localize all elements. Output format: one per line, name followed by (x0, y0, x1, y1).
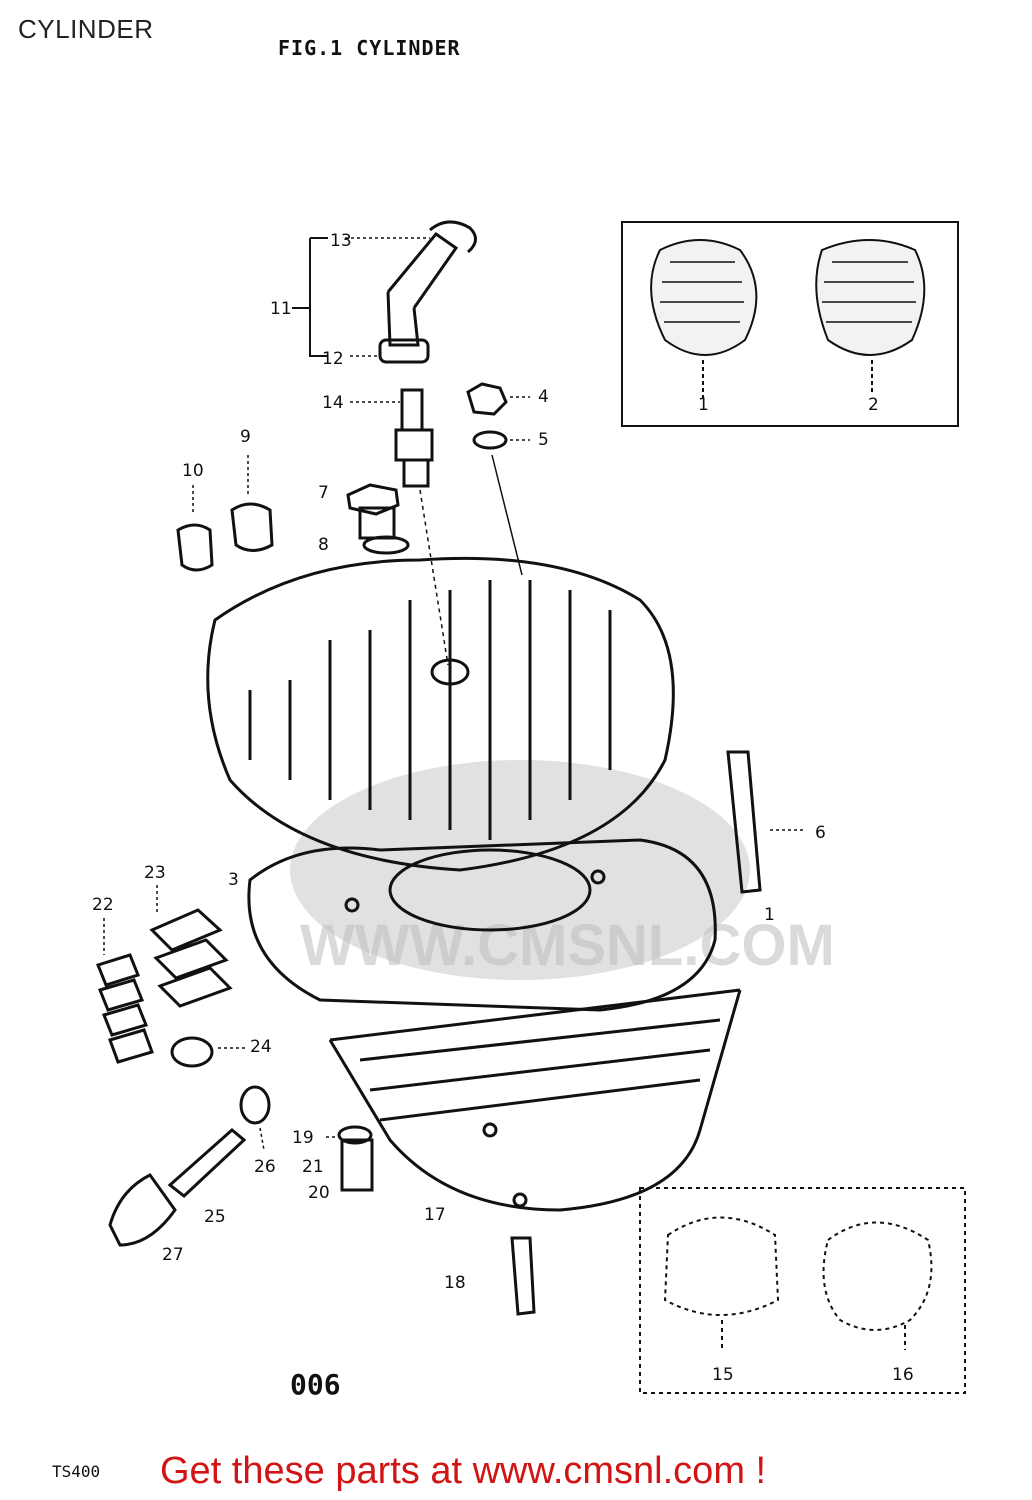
label-part-11: 11 (270, 299, 292, 319)
label-part-15: 15 (712, 1365, 734, 1385)
label-part-23: 23 (144, 863, 166, 883)
spark-plug (350, 388, 449, 666)
spark-plug-cap (292, 220, 477, 364)
label-part-6: 6 (815, 823, 826, 843)
label-part-27: 27 (162, 1245, 184, 1265)
label-part-25: 25 (204, 1207, 226, 1227)
watermark-text: WWW.CMSNL.COM (300, 913, 835, 978)
label-part-18: 18 (444, 1273, 466, 1293)
reed-valve-blocks (96, 885, 233, 1064)
inset-cylinder-heads (621, 221, 959, 427)
rubber-caps (176, 455, 274, 572)
plug (170, 1036, 245, 1068)
label-part-19: 19 (292, 1128, 314, 1148)
label-part-10: 10 (182, 461, 204, 481)
label-part-2: 2 (868, 395, 879, 415)
cylinder-head (206, 556, 675, 872)
label-part-21: 21 (302, 1157, 324, 1177)
label-part-12: 12 (322, 349, 344, 369)
label-part-17: 17 (424, 1205, 446, 1225)
inset-gaskets (639, 1187, 966, 1394)
label-part-5: 5 (538, 430, 549, 450)
bolt (346, 483, 410, 555)
cta-link[interactable]: Get these parts at www.cmsnl.com ! (160, 1450, 767, 1492)
label-part-20: 20 (308, 1183, 330, 1203)
page-code: 006 (290, 1368, 341, 1401)
label-part-9: 9 (240, 427, 251, 447)
label-part-1: 1 (698, 395, 709, 415)
label-part-24: 24 (250, 1037, 272, 1057)
stud-18 (510, 1236, 536, 1316)
label-part-22: 22 (92, 895, 114, 915)
label-part-7: 7 (318, 483, 329, 503)
model-code: TS400 (52, 1462, 101, 1481)
watermark: WWW.CMSNL.COM (290, 760, 835, 980)
label-part-4: 4 (538, 387, 549, 407)
label-part-8: 8 (318, 535, 329, 555)
label-part-3: 3 (228, 870, 239, 890)
nipple-fitting (326, 1125, 374, 1192)
label-part-26: 26 (254, 1157, 276, 1177)
drain-valve (108, 1085, 271, 1247)
figure-title: FIG.1 CYLINDER (278, 36, 461, 60)
part-number-labels: 1 2 3 4 5 6 7 8 9 10 11 12 13 14 15 16 1… (92, 231, 914, 1385)
stud (726, 750, 805, 894)
nut-and-washer (466, 382, 530, 576)
page-title: CYLINDER (18, 14, 154, 44)
cylinder-body (247, 838, 742, 1212)
label-part-1b: 1 (764, 905, 775, 925)
label-part-14: 14 (322, 393, 344, 413)
label-part-16: 16 (892, 1365, 914, 1385)
label-part-13: 13 (330, 231, 352, 251)
